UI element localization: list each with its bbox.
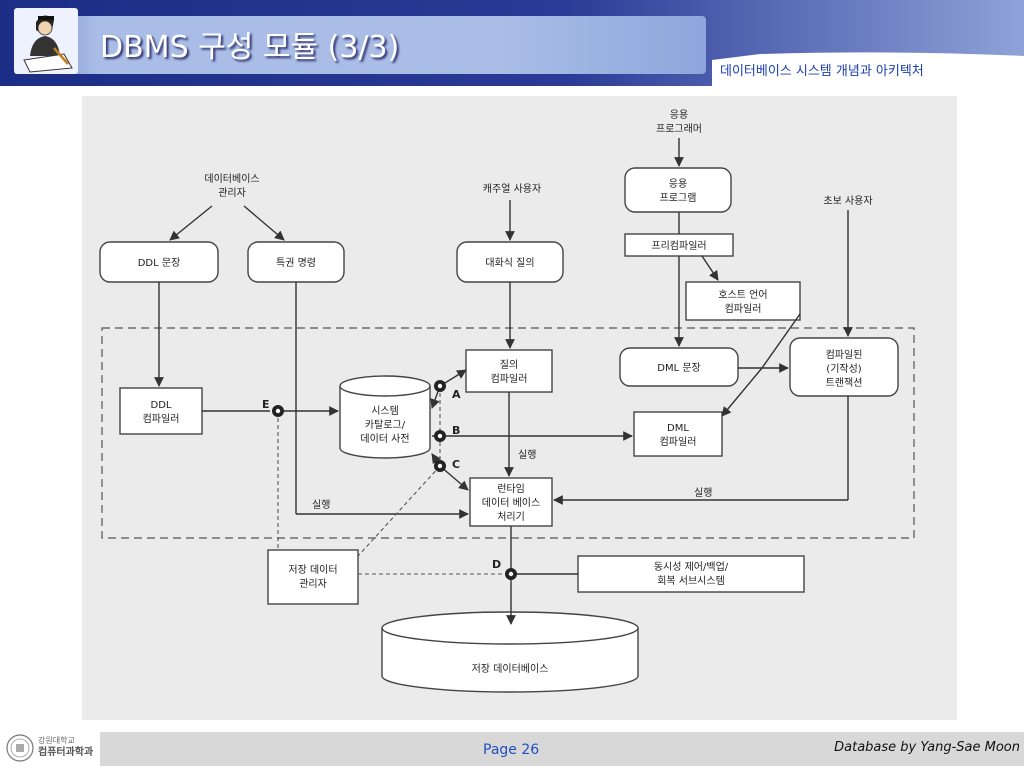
header-banner — [0, 0, 1024, 86]
svg-text:데이터 베이스: 데이터 베이스 — [482, 497, 540, 509]
svg-text:컴파일러: 컴파일러 — [491, 373, 528, 385]
svg-text:관리자: 관리자 — [299, 578, 327, 590]
course-credit: Database by Yang-Sae Moon — [834, 740, 1020, 755]
host-language-compiler-box: 호스트 언어 컴파일러 — [685, 281, 801, 321]
svg-text:DDL 문장: DDL 문장 — [138, 257, 181, 269]
svg-text:DML: DML — [667, 423, 689, 434]
ddl-statement-box: DDL 문장 — [99, 241, 219, 283]
dotted-links — [277, 386, 504, 575]
svg-text:데이터베이스: 데이터베이스 — [204, 173, 259, 185]
svg-text:시스템: 시스템 — [371, 405, 399, 417]
svg-text:컴파일러: 컴파일러 — [660, 436, 697, 448]
execution-left-label: 실행 — [312, 499, 330, 511]
svg-text:동시성 제어/백업/: 동시성 제어/백업/ — [654, 560, 729, 573]
svg-text:컴파일러: 컴파일러 — [143, 413, 180, 425]
junction-points — [272, 380, 517, 580]
svg-text:트랜잭션: 트랜잭션 — [826, 377, 863, 389]
svg-text:질의: 질의 — [500, 359, 518, 371]
svg-text:대화식 질의: 대화식 질의 — [485, 257, 534, 269]
svg-text:DML 문장: DML 문장 — [657, 362, 700, 374]
system-catalog-cylinder: 시스템 카탈로그/ 데이터 사전 — [339, 375, 431, 459]
slide-title: DBMS 구성 모듈 (3/3) — [100, 30, 400, 65]
svg-text:특권 명령: 특권 명령 — [276, 257, 316, 269]
ddl-compiler-box: DDL 컴파일러 — [119, 387, 203, 435]
point-e-label: E — [262, 398, 270, 411]
svg-text:DDL: DDL — [151, 400, 172, 411]
svg-text:저장 데이터: 저장 데이터 — [288, 564, 337, 576]
slide-header: DBMS 구성 모듈 (3/3) 데이터베이스 시스템 개념과 아키텍처 — [0, 0, 1024, 86]
footer-bar — [100, 732, 1024, 766]
svg-text:프로그래머: 프로그래머 — [656, 123, 702, 135]
svg-text:카탈로그/: 카탈로그/ — [365, 418, 406, 431]
svg-text:컴파일된: 컴파일된 — [826, 349, 863, 361]
app-programmer-label: 응용 프로그래머 — [656, 109, 702, 135]
svg-text:컴파일러: 컴파일러 — [725, 303, 762, 315]
inner-arrows — [202, 282, 849, 625]
svg-text:런타임: 런타임 — [497, 482, 525, 495]
compiled-transaction-box: 컴파일된 (기작성) 트랜잭션 — [789, 337, 899, 397]
dbms-module-diagram: 데이터베이스 관리자 캐주얼 사용자 응용 프로그래머 초보 사용자 DDL 문… — [82, 96, 957, 720]
point-a-label: A — [452, 388, 461, 401]
svg-text:응용: 응용 — [669, 178, 687, 190]
svg-text:(기작성): (기작성) — [826, 363, 862, 375]
professor-writing-icon — [14, 8, 78, 74]
svg-text:프리컴파일러: 프리컴파일러 — [651, 240, 706, 252]
svg-text:관리자: 관리자 — [218, 187, 246, 199]
dml-compiler-box: DML 컴파일러 — [633, 411, 723, 457]
application-program-box: 응용 프로그램 — [624, 167, 732, 213]
dml-statement-box: DML 문장 — [619, 347, 739, 387]
dbms-boundary — [101, 327, 915, 539]
slide-subtitle: 데이터베이스 시스템 개념과 아키텍처 — [720, 64, 924, 79]
stored-data-manager-box: 저장 데이터 관리자 — [267, 549, 359, 605]
university-name: 강원대학교 — [38, 736, 75, 745]
department-name: 컴퓨터과학과 — [38, 747, 94, 758]
svg-text:처리기: 처리기 — [497, 511, 525, 523]
point-b-label: B — [452, 424, 460, 437]
runtime-processor-box: 런타임 데이터 베이스 처리기 — [469, 477, 553, 527]
privileged-command-box: 특권 명령 — [247, 241, 345, 283]
svg-text:응용: 응용 — [670, 109, 688, 121]
svg-text:회복 서브시스템: 회복 서브시스템 — [657, 575, 725, 587]
execution-runtime-label: 실행 — [518, 449, 536, 461]
point-c-label: C — [452, 458, 460, 471]
top-arrows — [154, 138, 853, 387]
concurrency-subsystem-box: 동시성 제어/백업/ 회복 서브시스템 — [577, 555, 805, 593]
precompiler-box: 프리컴파일러 — [624, 233, 734, 257]
casual-user-label: 캐주얼 사용자 — [483, 183, 541, 195]
svg-text:호스트 언어: 호스트 언어 — [718, 289, 767, 301]
slide-footer: 강원대학교 컴퓨터과학과 Page 26 Database by Yang-Sa… — [0, 728, 1024, 768]
interactive-query-box: 대화식 질의 — [456, 241, 564, 283]
stored-database-cylinder: 저장 데이터베이스 — [381, 611, 639, 693]
page-number: Page 26 — [483, 742, 540, 758]
svg-text:저장 데이터베이스: 저장 데이터베이스 — [472, 663, 549, 675]
naive-user-label: 초보 사용자 — [823, 195, 872, 207]
svg-text:프로그램: 프로그램 — [660, 192, 697, 204]
university-seal-icon — [6, 734, 34, 762]
query-compiler-box: 질의 컴파일러 — [465, 349, 553, 393]
dba-label: 데이터베이스 관리자 — [204, 173, 259, 199]
execution-right-label: 실행 — [694, 487, 712, 499]
point-d-label: D — [492, 558, 501, 571]
svg-text:데이터 사전: 데이터 사전 — [360, 433, 409, 445]
